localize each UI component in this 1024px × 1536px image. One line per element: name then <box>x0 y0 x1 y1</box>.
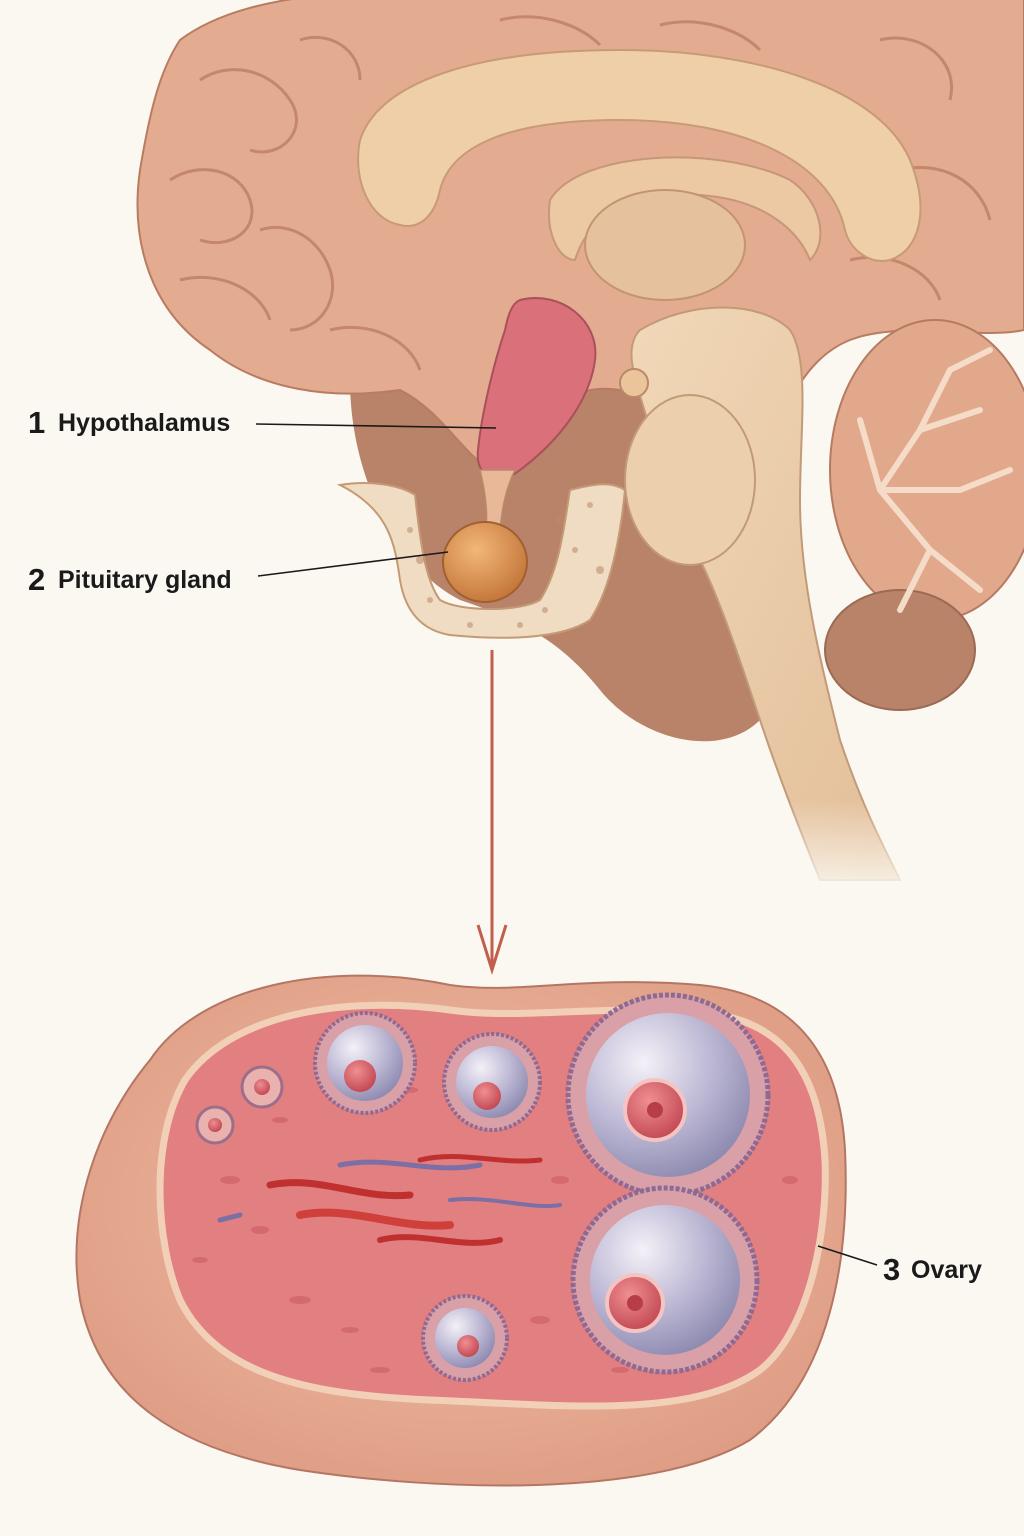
arrow-pituitary-to-ovary <box>476 650 508 976</box>
leader-line <box>255 423 497 429</box>
pons <box>624 394 756 566</box>
leader-line <box>817 1245 878 1266</box>
label-text: Pituitary gland <box>58 566 232 594</box>
stroma-texture <box>192 1087 798 1373</box>
label-ovary: 3 Ovary <box>817 1245 982 1287</box>
mammillary-body <box>619 368 649 398</box>
leader-line <box>257 551 449 577</box>
follicle <box>442 1032 542 1132</box>
corpus-callosum <box>357 48 922 262</box>
blood-vessels <box>217 1153 562 1246</box>
cerebellum <box>824 319 1024 711</box>
ovary <box>75 974 847 1487</box>
brain <box>136 0 1024 900</box>
cortical-folds <box>169 15 992 371</box>
label-number: 3 <box>883 1252 900 1287</box>
label-pituitary-gland: 2 Pituitary gland <box>28 551 449 597</box>
sella-turcica-bone <box>336 482 627 639</box>
label-number: 1 <box>28 405 45 440</box>
label-text: Ovary <box>911 1256 982 1284</box>
fornix <box>548 156 822 262</box>
antral-follicle <box>570 1185 760 1375</box>
label-hypothalamus: 1 Hypothalamus <box>28 405 497 440</box>
label-text: Hypothalamus <box>58 409 230 437</box>
pituitary-gland <box>442 521 528 603</box>
label-number: 2 <box>28 562 45 597</box>
antral-follicle <box>565 992 771 1198</box>
follicle <box>313 1011 417 1115</box>
thalamus <box>584 189 746 301</box>
follicle <box>421 1294 509 1382</box>
primordial-follicles <box>195 1065 284 1145</box>
bone-pores <box>407 502 604 628</box>
